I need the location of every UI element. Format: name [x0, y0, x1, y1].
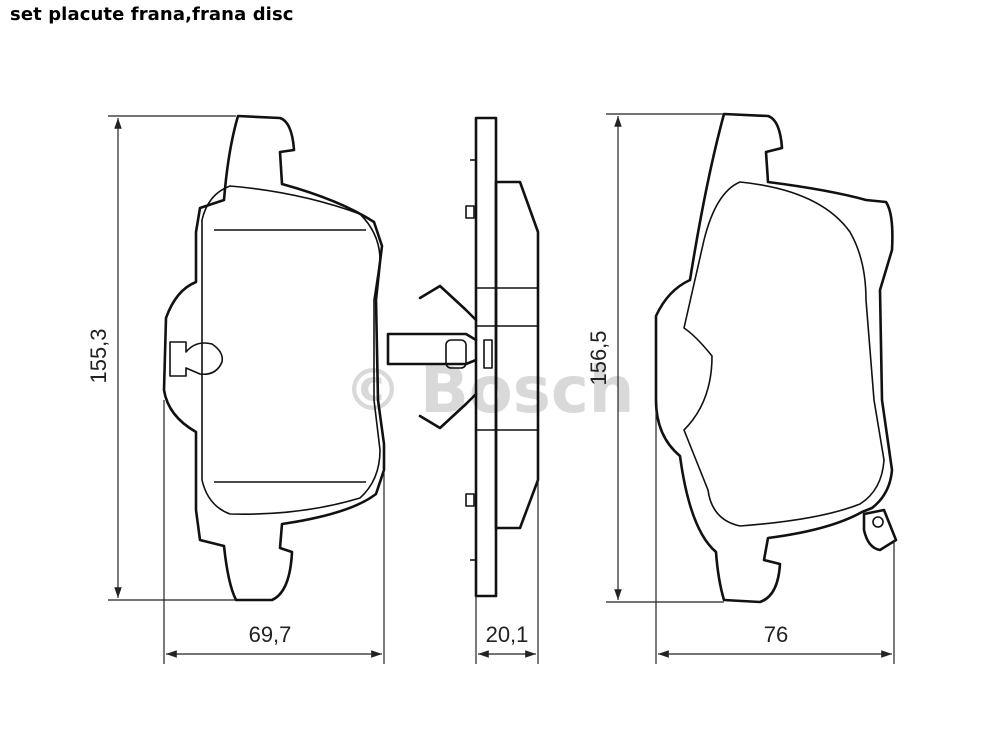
- right-pad-friction-lining: [683, 181, 885, 527]
- left-pad-view: [162, 114, 386, 602]
- right-pad-sensor-hole: [872, 516, 884, 528]
- dim-right-height-label: 156,5: [586, 330, 611, 385]
- side-pad-view: [386, 116, 540, 598]
- brand-watermark: Bosch: [420, 354, 634, 428]
- side-spring-clip: [386, 284, 478, 430]
- dim-right-width-label: 76: [764, 622, 788, 647]
- right-pad-wear-sensor: [862, 508, 898, 552]
- dim-thickness-label: 20,1: [486, 622, 529, 647]
- side-tab-top: [465, 205, 475, 219]
- left-pad-friction-lining: [201, 185, 381, 515]
- left-pad-backing-plate: [162, 114, 386, 602]
- side-sensor-socket: [483, 339, 493, 369]
- copyright-watermark: ©: [344, 356, 402, 424]
- right-pad-view: [654, 112, 898, 604]
- watermark: © Bosch: [344, 354, 634, 428]
- dim-left-width-label: 69,7: [249, 622, 292, 647]
- dim-left-height-label: 155,3: [86, 328, 111, 383]
- right-pad-backing-plate: [654, 112, 894, 604]
- left-pad-center-notch: [169, 341, 224, 377]
- dimensions: 155,3 69,7 20,1 156,5 76: [86, 113, 895, 664]
- page-title: set placute frana,frana disc: [10, 4, 294, 25]
- side-wear-sensor: [445, 339, 467, 369]
- side-tab-bottom: [465, 493, 475, 507]
